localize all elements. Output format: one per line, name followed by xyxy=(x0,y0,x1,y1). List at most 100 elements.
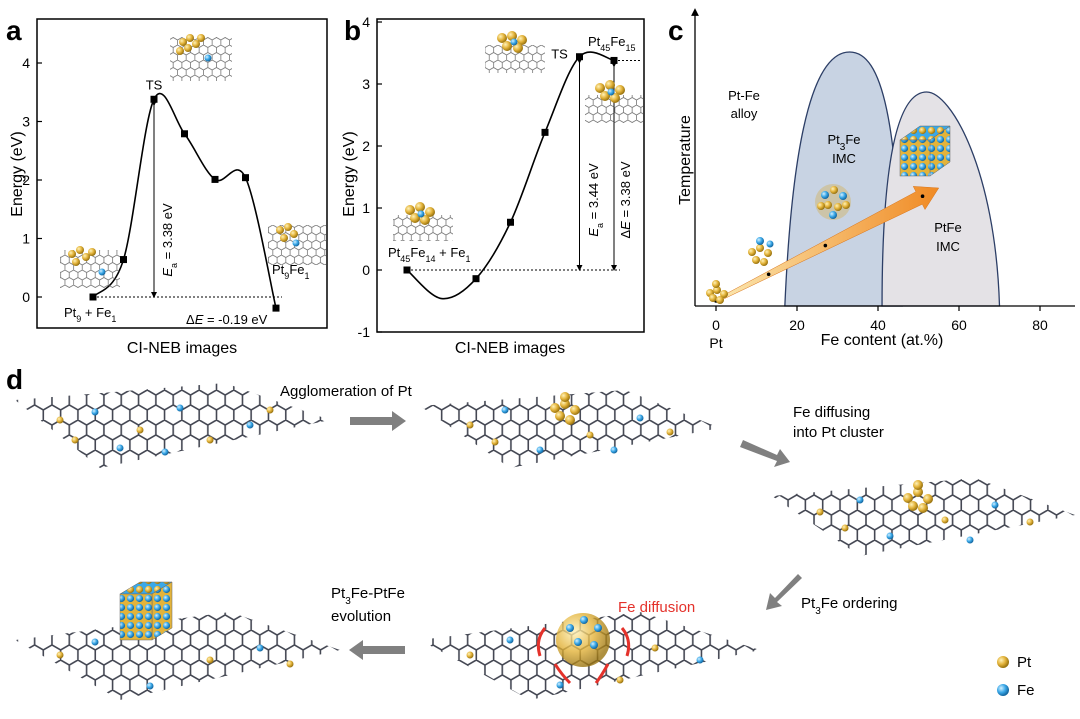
x-tick-label-c: 80 xyxy=(1032,317,1048,333)
x-tick-label-c: 0 xyxy=(712,317,720,333)
step-label-evolution-line1: Pt3Fe-PtFe xyxy=(331,585,405,607)
legend-pt-label: Pt xyxy=(1017,654,1032,671)
plot-frame-a xyxy=(36,18,328,329)
end-b-sub2: 15 xyxy=(625,43,635,53)
ea-label-b: Ea = 3.44 eV xyxy=(586,163,605,237)
ptfe-label-line2: IMC xyxy=(936,239,960,254)
end-a-el2: Fe xyxy=(289,262,304,277)
data-point-a xyxy=(120,256,127,264)
pt3fe-sub: 3 xyxy=(840,142,846,153)
energy-curve-b xyxy=(406,51,615,300)
end-a-el1: Pt xyxy=(272,262,285,277)
de-label-b: ΔE = 3.38 eV xyxy=(618,161,633,238)
alloy-label-line1: Pt-Fe xyxy=(728,88,760,103)
ts-label-a: TS xyxy=(146,77,163,92)
ordering-el2: Fe ordering xyxy=(821,595,898,612)
energy-curve-a xyxy=(92,92,277,309)
data-point-a xyxy=(150,95,158,103)
panel-d-schematic: d xyxy=(6,364,1075,700)
panel-letter-d: d xyxy=(6,364,23,395)
ea-b-sub: a xyxy=(595,223,605,228)
start-b-el2: Fe xyxy=(410,245,425,260)
step-arrow-3 xyxy=(766,574,802,610)
ea-b-value: = 3.44 eV xyxy=(586,163,601,223)
plot-frame-b xyxy=(376,18,645,333)
inset-final-structure-a xyxy=(268,223,326,265)
data-point-b xyxy=(472,275,480,283)
data-point-a xyxy=(272,304,280,312)
graphene-sheet-2 xyxy=(420,390,720,468)
x-tick-label-c: 20 xyxy=(789,317,805,333)
inset-final-structure-b xyxy=(585,80,643,123)
evolution-el2: Fe-PtFe xyxy=(351,585,405,602)
panel-letter-a: a xyxy=(6,15,22,46)
end-b-sub1: 45 xyxy=(600,43,610,53)
graphene-sheet-4 xyxy=(420,612,760,700)
data-points-a xyxy=(89,95,280,312)
start-b-sub2: 14 xyxy=(425,254,435,264)
de-b-value: = 3.38 eV xyxy=(618,161,633,221)
start-a-el1: Pt xyxy=(64,305,77,320)
trend-point-c xyxy=(823,243,828,248)
ptfe-label-line1: PtFe xyxy=(934,220,961,235)
y-tick-label-b: 1 xyxy=(362,200,370,216)
de-b-symbol: E xyxy=(618,221,633,230)
inset-initial-structure-b xyxy=(393,202,453,241)
ea-value-a: = 3.38 eV xyxy=(160,203,175,263)
pt3fe-label-line1: Pt3Fe xyxy=(827,132,860,153)
data-point-b xyxy=(541,128,549,136)
data-point-b xyxy=(507,218,514,226)
evolution-el1: Pt xyxy=(331,585,346,602)
x-axis-label-c: Fe content (at.%) xyxy=(821,332,944,349)
end-b-el1: Pt xyxy=(588,34,601,49)
y-tick-label-b: 2 xyxy=(362,138,370,154)
y-tick-label-a: 2 xyxy=(22,172,30,188)
cube-ptfe xyxy=(899,125,951,177)
step-label-fe-diffusing-line2: into Pt cluster xyxy=(793,424,884,441)
x-axis-label-a: CI-NEB images xyxy=(127,340,237,357)
ordering-sub: 3 xyxy=(815,606,821,617)
step-label-evolution-line2: evolution xyxy=(331,608,391,625)
start-state-label-b: Pt45Fe14 + Fe1 xyxy=(388,245,471,264)
y-axis-label-c: Temperature xyxy=(677,115,694,205)
inset-ts-structure-a xyxy=(170,34,232,81)
start-a-sub1: 9 xyxy=(76,314,81,324)
start-a-el2: + Fe xyxy=(81,305,111,320)
graphene-sheet-5 xyxy=(15,581,340,700)
x-tick-label-c: 40 xyxy=(870,317,886,333)
step-label-agglomeration: Agglomeration of Pt xyxy=(280,383,413,400)
end-state-label-a: Pt9Fe1 xyxy=(272,262,310,281)
graphene-sheet-1 xyxy=(15,383,330,468)
y-tick-label-a: 0 xyxy=(22,289,30,305)
de-a-delta: Δ xyxy=(186,312,195,327)
ea-symbol-a: E xyxy=(160,268,175,277)
y-tick-label-b: 0 xyxy=(362,262,370,278)
ea-b-symbol: E xyxy=(586,228,601,237)
fe-diffusion-label: Fe diffusion xyxy=(618,599,695,616)
data-point-b xyxy=(576,53,583,61)
start-b-sub3: 1 xyxy=(466,254,471,264)
pt3fe-el2: Fe xyxy=(845,132,860,147)
y-tick-label-a: 3 xyxy=(22,114,30,130)
y-tick-label-a: 4 xyxy=(22,55,30,71)
fe-atom-legend-icon xyxy=(997,684,1009,696)
step-arrow-4 xyxy=(349,640,405,660)
pt-end-label-c: Pt xyxy=(709,335,722,351)
pt3fe-el1: Pt xyxy=(827,132,840,147)
ordering-el1: Pt xyxy=(801,595,816,612)
inset-ts-structure-b xyxy=(485,31,545,73)
end-a-sub2: 1 xyxy=(304,271,309,281)
y-tick-label-b: -1 xyxy=(358,324,371,340)
start-state-label-a: Pt9 + Fe1 xyxy=(64,305,116,324)
start-b-el3: + Fe xyxy=(436,245,466,260)
step-label-fe-diffusing-line1: Fe diffusing xyxy=(793,404,870,421)
end-b-el2: Fe xyxy=(610,34,625,49)
trend-point-c xyxy=(766,272,771,277)
start-a-sub2: 1 xyxy=(111,314,116,324)
x-tick-label-c: 60 xyxy=(951,317,967,333)
